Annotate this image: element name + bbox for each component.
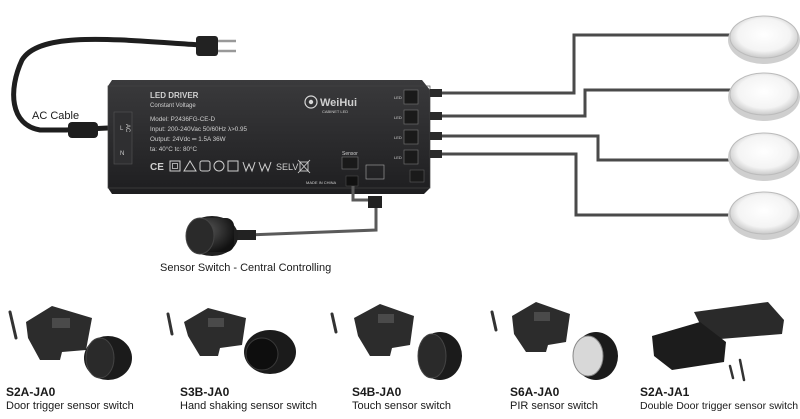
ac-connector-icon <box>68 122 98 138</box>
led-port-label: LED <box>394 115 402 120</box>
thermal-icon <box>213 160 225 172</box>
furniture-icon-2 <box>258 161 272 173</box>
ac-cable-label: AC Cable <box>32 110 80 122</box>
screw-icon <box>490 310 498 332</box>
driver-n-label: N <box>120 151 124 157</box>
driver-temps: ta: 40°C tc: 80°C <box>150 145 197 153</box>
ac-terminal <box>113 111 133 165</box>
furniture-icon-1 <box>242 161 256 173</box>
driver-input: Input: 200-240Vac 50/60Hz λ>0.95 <box>150 126 248 133</box>
puck-lights <box>728 15 800 240</box>
driver-output: Output: 24Vdc ═ 1.5A 36W <box>150 136 226 143</box>
product-image-2 <box>166 308 296 374</box>
weee-bin-icon <box>297 159 311 174</box>
product-name: Double Door trigger sensor switch <box>640 400 799 412</box>
ac-cable <box>11 36 236 138</box>
product-image-1 <box>8 306 132 380</box>
ac-plug-icon <box>196 36 218 56</box>
house-icon <box>183 160 197 172</box>
led-output-ports: LED LED LED LED <box>394 89 419 165</box>
product-name: Door trigger sensor switch <box>6 400 134 412</box>
screw-icon <box>8 310 18 340</box>
driver-l-label: L <box>120 126 124 132</box>
led-port-label: LED <box>394 135 402 140</box>
driver-model: Model: P2436FG-CE-D <box>150 116 216 123</box>
sensor-connector-icon <box>368 196 382 208</box>
screw-icon <box>728 364 735 380</box>
product-name: PIR sensor switch <box>510 400 599 412</box>
led-cables <box>430 33 744 217</box>
puck-light-1 <box>728 15 800 64</box>
sensor-switch-label: Sensor Switch - Central Controlling <box>160 262 332 274</box>
brand-subtitle: CABINET LED <box>322 109 348 114</box>
led-port-label: LED <box>394 155 402 160</box>
driver-ac-label: AC <box>124 124 130 133</box>
puck-light-4 <box>728 191 800 240</box>
class-ii-icon <box>169 160 181 172</box>
selv-mark: SELV <box>276 162 298 172</box>
brand-name: WeiHui <box>320 97 357 109</box>
product-image-4 <box>490 302 618 380</box>
screw-icon <box>166 312 174 336</box>
led-port-label: LED <box>394 95 402 100</box>
made-in-label: MADE IN CHINA <box>306 180 337 185</box>
ce-mark: CE <box>150 162 164 173</box>
product-code: S2A-JA1 <box>640 385 690 399</box>
driver-title: LED DRIVER <box>150 91 199 100</box>
sensor-port <box>341 156 359 170</box>
sensor-jack <box>345 175 359 187</box>
led-driver: AC L N LED DRIVER Constant Voltage Model… <box>107 80 431 194</box>
driver-subtitle: Constant Voltage <box>150 103 196 109</box>
product-code: S4B-JA0 <box>352 385 402 399</box>
screw-icon <box>738 358 746 382</box>
product-code: S6A-JA0 <box>510 385 560 399</box>
sensor-switch <box>185 186 382 256</box>
product-image-3 <box>330 304 462 380</box>
product-name: Hand shaking sensor switch <box>180 400 317 412</box>
independent-icon <box>199 160 211 172</box>
dip-switch-icon <box>365 164 385 180</box>
product-image-5 <box>652 302 784 382</box>
product-code: S3B-JA0 <box>180 385 230 399</box>
product-code: S2A-JA0 <box>6 385 56 399</box>
screw-icon <box>330 312 338 334</box>
brand-logo: WeiHui CABINET LED <box>304 95 357 114</box>
sensor-port-label: Sensor <box>342 151 358 157</box>
fuse-icon <box>227 160 239 172</box>
product-name: Touch sensor switch <box>352 400 452 412</box>
puck-light-3 <box>728 132 800 181</box>
pir-lens-icon <box>572 335 604 377</box>
puck-light-2 <box>728 72 800 121</box>
